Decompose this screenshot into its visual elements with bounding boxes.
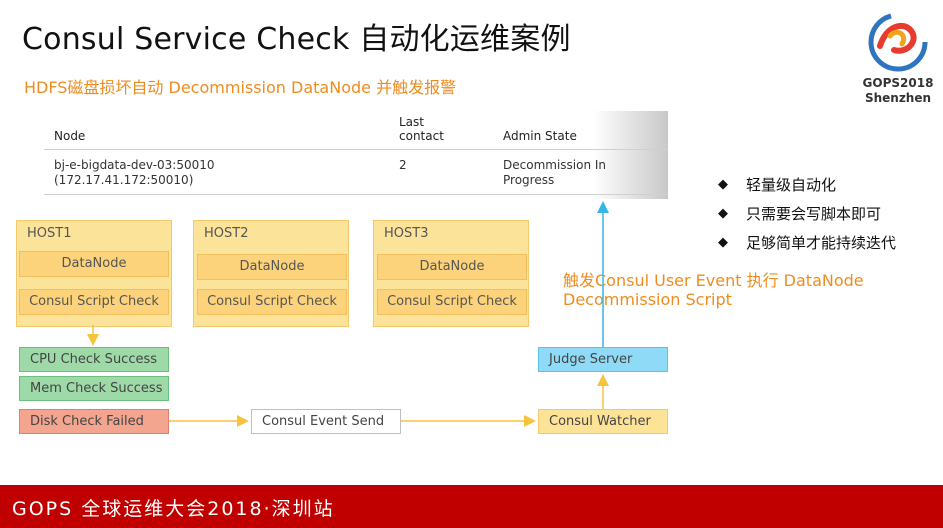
- judge-server-box: Judge Server: [538, 347, 668, 372]
- bullet-list: ◆ 轻量级自动化 ◆ 只需要会写脚本即可 ◆ 足够简单才能持续迭代: [718, 170, 896, 257]
- host-3: HOST3 DataNode Consul Script Check: [373, 220, 529, 327]
- host-2: HOST2 DataNode Consul Script Check: [193, 220, 349, 327]
- table-divider: [44, 149, 668, 150]
- host-3-title: HOST3: [384, 226, 429, 241]
- host-3-datanode: DataNode: [377, 254, 527, 280]
- host-1-title: HOST1: [27, 226, 72, 241]
- host-1-datanode: DataNode: [19, 251, 169, 277]
- host-1: HOST1 DataNode Consul Script Check: [16, 220, 172, 327]
- col-header-node: Node: [54, 129, 86, 143]
- event-send-box: Consul Event Send: [251, 409, 401, 434]
- consul-watcher-box: Consul Watcher: [538, 409, 668, 434]
- cell-admin-state-2: Progress: [503, 173, 555, 187]
- host-3-script-check: Consul Script Check: [377, 289, 527, 315]
- hdfs-node-table: Node Last contact Admin State bj-e-bigda…: [44, 111, 668, 199]
- slide-title: Consul Service Check 自动化运维案例: [22, 22, 571, 57]
- cell-node-1: bj-e-bigdata-dev-03:50010: [54, 158, 215, 172]
- host-2-title: HOST2: [204, 226, 249, 241]
- cell-node-2: (172.17.41.172:50010): [54, 173, 194, 187]
- bullet-item: ◆ 轻量级自动化: [718, 170, 896, 199]
- host-1-script-check: Consul Script Check: [19, 289, 169, 315]
- disk-check-box: Disk Check Failed: [19, 409, 169, 434]
- host-2-datanode: DataNode: [197, 254, 347, 280]
- bullet-item: ◆ 只需要会写脚本即可: [718, 199, 896, 228]
- trigger-caption: 触发Consul User Event 执行 DataNode Decommis…: [563, 271, 883, 309]
- trigger-caption-line-1: 触发Consul User Event 执行 DataNode: [563, 271, 864, 290]
- bullet-text: 足够简单才能持续迭代: [746, 234, 897, 252]
- trigger-caption-line-2: Decommission Script: [563, 290, 732, 309]
- footer-bar: GOPS 全球运维大会2018·深圳站: [0, 485, 943, 528]
- footer-text: GOPS 全球运维大会2018·深圳站: [12, 498, 335, 520]
- logo-line-1: GOPS2018: [862, 76, 934, 90]
- table-bottom-divider: [44, 194, 668, 195]
- col-header-last-1: Last: [399, 115, 424, 129]
- diamond-icon: ◆: [718, 206, 728, 221]
- cell-last-contact: 2: [399, 158, 407, 172]
- diamond-icon: ◆: [718, 235, 728, 250]
- bullet-item: ◆ 足够简单才能持续迭代: [718, 228, 896, 257]
- col-header-last-2: contact: [399, 129, 444, 143]
- gops-logo-icon: [868, 12, 928, 72]
- diamond-icon: ◆: [718, 177, 728, 192]
- bullet-text: 只需要会写脚本即可: [746, 205, 882, 223]
- logo-line-2: Shenzhen: [864, 91, 932, 105]
- gops-logo: GOPS2018 Shenzhen: [860, 6, 936, 106]
- col-header-admin-state: Admin State: [503, 129, 577, 143]
- bullet-text: 轻量级自动化: [746, 176, 837, 194]
- host-2-script-check: Consul Script Check: [197, 289, 347, 315]
- slide-subtitle: HDFS磁盘损坏自动 Decommission DataNode 并触发报警: [24, 78, 457, 97]
- cell-admin-state-1: Decommission In: [503, 158, 607, 172]
- mem-check-box: Mem Check Success: [19, 376, 169, 401]
- cpu-check-box: CPU Check Success: [19, 347, 169, 372]
